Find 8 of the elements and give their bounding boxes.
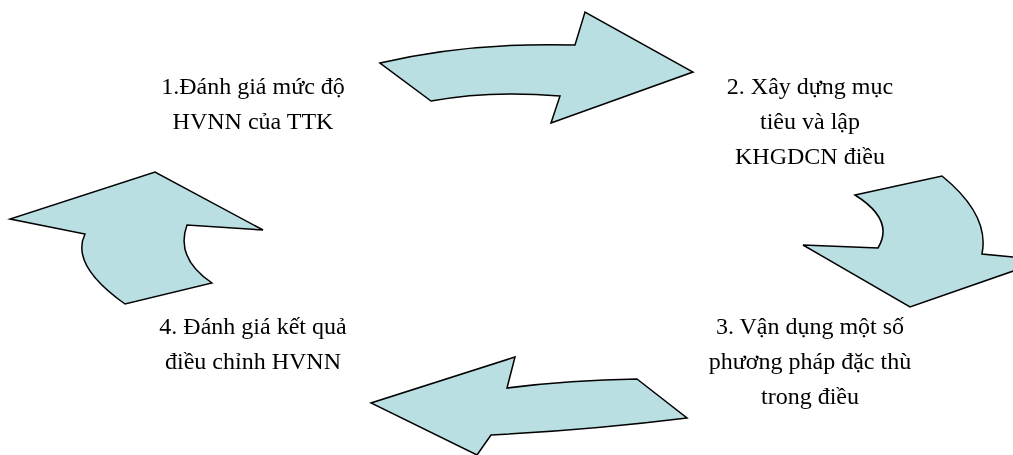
curved-block-arrow xyxy=(370,356,688,455)
step-text: 3. Vận dụng một số phương pháp đặc thù trong điều xyxy=(707,312,913,411)
curved-block-arrow xyxy=(379,11,694,124)
step-text: 4. Đánh giá kết quả điều chỉnh HVNN xyxy=(158,312,348,376)
curved-block-arrow xyxy=(802,175,1013,308)
curved-block-arrow xyxy=(9,171,264,305)
step-text: 1.Đánh giá mức độ HVNN của TTK xyxy=(160,72,346,136)
step-text: 2. Xây dựng mục tiêu và lập KHGDCN điều xyxy=(725,72,895,171)
